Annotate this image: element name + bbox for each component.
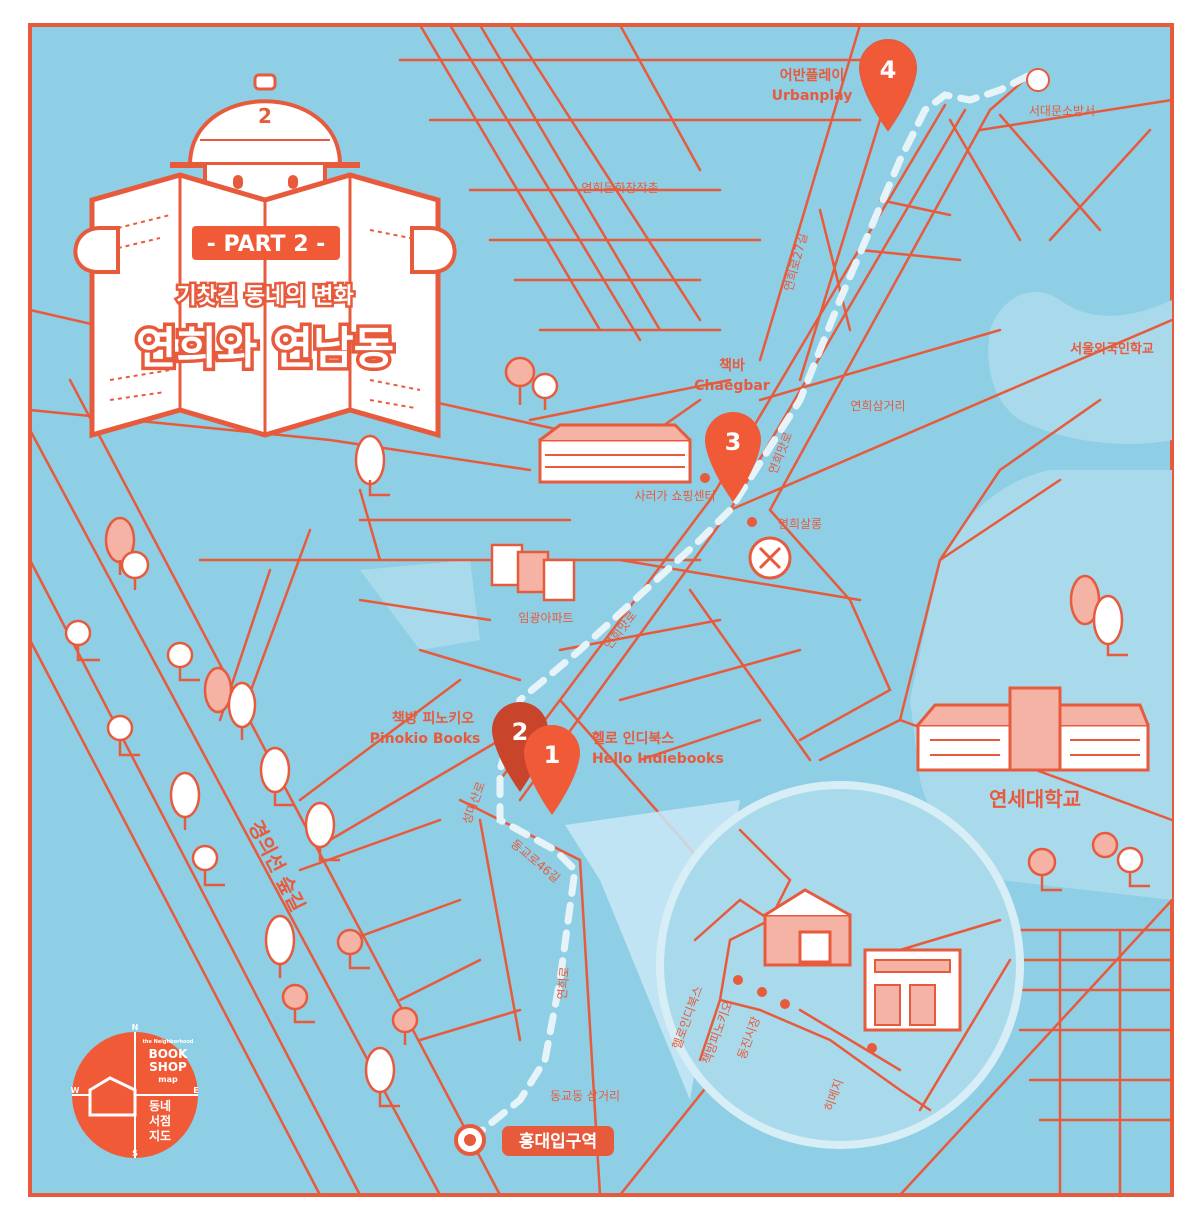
- tree-icon: [504, 356, 559, 410]
- label-yonsei: 연세대학교: [989, 787, 1081, 811]
- tree-icon: [304, 801, 340, 862]
- tree-icon: [106, 714, 140, 757]
- compass-n: N: [132, 1023, 139, 1032]
- label-yeonhui-salon: 연희살롱: [778, 517, 822, 531]
- park-area-yonsei: [910, 470, 1172, 900]
- tree-icon: [169, 771, 201, 830]
- trees: [64, 356, 1150, 1108]
- street-yeonhuiro: 연희로: [555, 966, 572, 1000]
- pin-1-name-en: Hello Indiebooks: [592, 751, 724, 767]
- fire-station-marker: [1026, 68, 1050, 92]
- inset-roads: [693, 828, 1012, 1112]
- tree-icon: [336, 928, 370, 970]
- tree-icon: [281, 983, 315, 1024]
- pin-4-name-en: Urbanplay: [772, 88, 853, 104]
- sarolga-dot: [700, 473, 710, 483]
- main-title: 연희와 연남동: [136, 323, 394, 374]
- pin-3-name-en: Chaegbar: [694, 378, 770, 394]
- pin-4-number: 4: [880, 56, 897, 84]
- station-label-bg: [502, 1126, 614, 1156]
- tree-icon: [191, 844, 225, 887]
- bookshop-map-logo: [72, 1032, 198, 1158]
- road-network: [28, 23, 1174, 1197]
- tree-icon: [259, 746, 295, 807]
- logo-kor3: 지도: [149, 1128, 171, 1143]
- tree-icon: [104, 516, 150, 590]
- station-label: 홍대입구역: [519, 1131, 597, 1152]
- tree-icon: [391, 1006, 419, 1045]
- tree-icon: [1091, 831, 1150, 888]
- pin-2-name-en: Pinokio Books: [370, 731, 481, 747]
- station-marker-dot: [464, 1134, 476, 1146]
- part-label: - PART 2 -: [207, 232, 326, 257]
- pin-1-number: 1: [544, 741, 561, 769]
- inset-building-tent: [763, 888, 852, 967]
- part-label-bg: [192, 226, 340, 260]
- pin-1-name-ko: 헬로 인디북스: [592, 730, 674, 747]
- label-fire-station: 서대문소방서: [1029, 104, 1095, 118]
- pin-3-name-ko: 책바: [719, 358, 745, 374]
- tree-icon: [1027, 847, 1062, 892]
- tree-icon: [64, 619, 200, 682]
- logo-line2: SHOP: [149, 1060, 187, 1074]
- compass-e: E: [193, 1086, 198, 1095]
- tree-icon: [203, 666, 257, 740]
- park-area-foreign-school: [988, 291, 1172, 444]
- logo-small: the Neighborhood: [143, 1039, 194, 1045]
- logo-kor2: 서점: [149, 1113, 171, 1128]
- walking-route: [466, 71, 1034, 1144]
- hat: [187, 99, 343, 167]
- pin-1[interactable]: 1: [524, 725, 580, 815]
- pin-2-number: 2: [512, 718, 529, 746]
- park-area-apartment: [360, 560, 480, 650]
- title-illustration: [73, 73, 457, 439]
- tree-icon: [354, 434, 390, 497]
- compass-s: S: [132, 1149, 138, 1158]
- hat-number: 2: [258, 104, 272, 128]
- logo-kor1: 동네: [149, 1098, 171, 1113]
- salon-dot: [747, 517, 757, 527]
- label-donggyo-junction: 동교동 삼거리: [550, 1089, 620, 1103]
- sarolga-building: [538, 423, 692, 484]
- label-yeonhui-junction: 연희삼거리: [850, 399, 905, 413]
- scissors-icon: [748, 536, 792, 580]
- apartment-buildings: [490, 543, 576, 602]
- tree-icon: [264, 914, 296, 978]
- pin-4-name-ko: 어반플레이: [780, 67, 844, 84]
- label-sarolga: 사러가 쇼핑센터: [634, 489, 715, 503]
- pin-3[interactable]: 3: [705, 412, 761, 502]
- tree-icon: [1069, 574, 1128, 657]
- label-foreign-school: 서울외국인학교: [1070, 341, 1154, 357]
- tree-icon: [364, 1046, 400, 1108]
- label-apartment: 임광아파트: [518, 611, 573, 625]
- inset-dots: [733, 975, 877, 1053]
- subtitle: 기찻길 동네의 변화: [176, 284, 353, 309]
- pin-3-number: 3: [725, 428, 742, 456]
- label-art-village: 연희문화창작촌: [581, 181, 658, 195]
- pin-4[interactable]: 4: [858, 39, 918, 132]
- logo-line1: BOOK: [149, 1047, 189, 1061]
- pin-2-name-ko: 책방 피노키오: [392, 710, 474, 727]
- compass-w: W: [71, 1086, 80, 1095]
- logo-line3: map: [158, 1075, 178, 1084]
- yonsei-building: [916, 686, 1150, 772]
- inset-building-shop: [863, 948, 962, 1032]
